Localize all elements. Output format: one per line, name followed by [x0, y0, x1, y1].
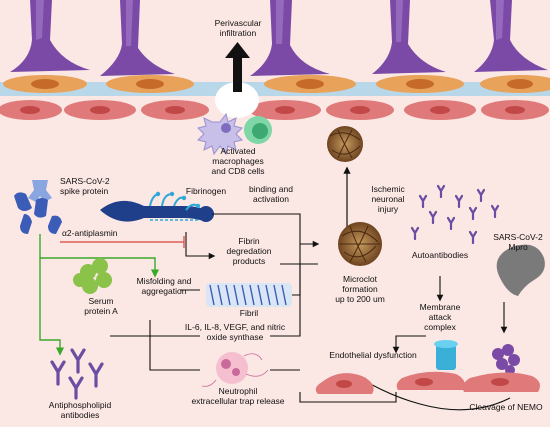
pericyte-highlights — [36, 0, 504, 46]
net-label: Neutrophil extracellular trap release — [191, 386, 285, 406]
main-microclot-icon — [338, 222, 382, 266]
binding-label: binding and activation — [249, 184, 293, 204]
endothelial-nuclei — [20, 106, 525, 114]
ischemic-label: Ischemic neuronal injury — [371, 184, 405, 214]
fdp-label: Fibrin degredation products — [226, 236, 272, 266]
pericyte-layer — [10, 0, 548, 76]
smooth-muscle-nuclei — [31, 79, 533, 89]
nemo-cluster-icon — [492, 344, 520, 375]
autoantibodies-label: Autoantibodies — [411, 250, 469, 260]
autoantibody-cluster — [410, 184, 500, 245]
vessel-gap — [215, 82, 259, 118]
mpro-icon — [496, 244, 545, 296]
endothelial-cell-icon — [315, 371, 540, 394]
inhibition-line — [60, 236, 185, 248]
microclot-icon — [327, 126, 363, 162]
green-arrows — [39, 234, 160, 356]
return-arrow — [358, 377, 511, 411]
up-arrow-icon — [225, 42, 250, 92]
mac-channel-icon — [434, 340, 458, 370]
microclot-label: Microclot formation up to 200 um — [335, 274, 385, 304]
fibril-icon — [206, 283, 292, 307]
fibrinogen-icon — [100, 191, 214, 222]
antiplasmin-label: α2-antiplasmin — [62, 228, 118, 238]
mac-label: Membrane attack complex — [419, 302, 461, 332]
mpro-label: SARS-CoV-2 Mpro — [493, 232, 543, 252]
cd8-cell-icon — [244, 116, 272, 144]
spike-protein-icon — [14, 180, 62, 234]
fibrinogen-label: Fibrinogen — [185, 186, 227, 196]
perivascular-label: Perivascular infiltration — [214, 18, 262, 38]
antiphospholipid-label: Antiphospholipid antibodies — [48, 400, 112, 420]
nemo-label: Cleavage of NEMO — [469, 402, 543, 412]
serum-amyloid-label: Serum protein A — [84, 296, 118, 316]
neutrophil-icon — [201, 352, 269, 387]
spike-label: SARS-CoV-2 spike protein — [60, 176, 110, 196]
misfolding-label: Misfolding and aggregation — [136, 276, 192, 296]
macrophage-icon — [197, 112, 243, 156]
activated-cells-label: Activated macrophages and CD8 cells — [211, 146, 265, 176]
fibril-label: Fibril — [239, 308, 259, 318]
cytokines-label: IL-6, IL-8, VEGF, and nitric oxide synth… — [184, 322, 286, 342]
antibody-cluster-left — [50, 348, 104, 400]
endothelial-dysfunction-label: Endothelial dysfunction — [329, 350, 417, 360]
serum-amyloid-icon — [73, 258, 112, 294]
